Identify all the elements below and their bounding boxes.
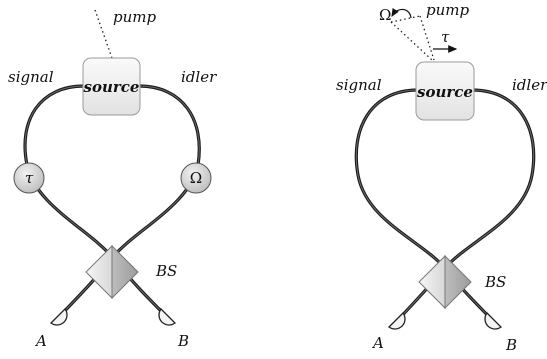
left-phase-element	[180, 162, 212, 194]
left-phase-symbol: Ω	[190, 169, 202, 187]
right-source-label: source	[417, 83, 473, 101]
right-panel: Ω pump τ source signal idler BS A B	[336, 1, 547, 354]
left-detector-a-label: A	[34, 332, 47, 350]
right-signal-label: signal	[336, 76, 382, 94]
left-source-label: source	[84, 78, 140, 96]
left-source-box	[82, 57, 141, 116]
left-signal-label: signal	[8, 68, 54, 86]
left-idler-label: idler	[181, 68, 217, 86]
right-pump-wedge	[390, 15, 435, 61]
right-detector-b	[484, 312, 502, 330]
left-delay-symbol: τ	[25, 169, 34, 187]
right-detector-a	[388, 312, 406, 330]
right-delay-symbol: τ	[441, 28, 450, 46]
right-phase-symbol: Ω	[379, 6, 391, 24]
left-detector-a	[50, 308, 68, 326]
left-idler-fiber	[56, 84, 201, 320]
left-beamsplitter	[85, 244, 139, 300]
left-panel: pump source signal idler τ Ω BS A B	[8, 8, 217, 350]
right-source-box	[415, 61, 475, 121]
right-rotation-arrow	[391, 7, 412, 19]
left-detector-b	[158, 308, 176, 326]
right-pump-label: pump	[426, 1, 469, 19]
right-detector-b-label: B	[505, 336, 517, 354]
left-delay-element	[13, 162, 45, 194]
right-beamsplitter	[418, 254, 472, 310]
right-idler-label: idler	[512, 76, 547, 94]
right-bs-label: BS	[484, 273, 506, 291]
right-detector-a-label: A	[371, 334, 384, 352]
left-bs-label: BS	[155, 262, 177, 280]
left-detector-b-label: B	[177, 332, 189, 350]
left-pump-beam	[94, 9, 113, 59]
left-pump-label: pump	[113, 8, 156, 26]
